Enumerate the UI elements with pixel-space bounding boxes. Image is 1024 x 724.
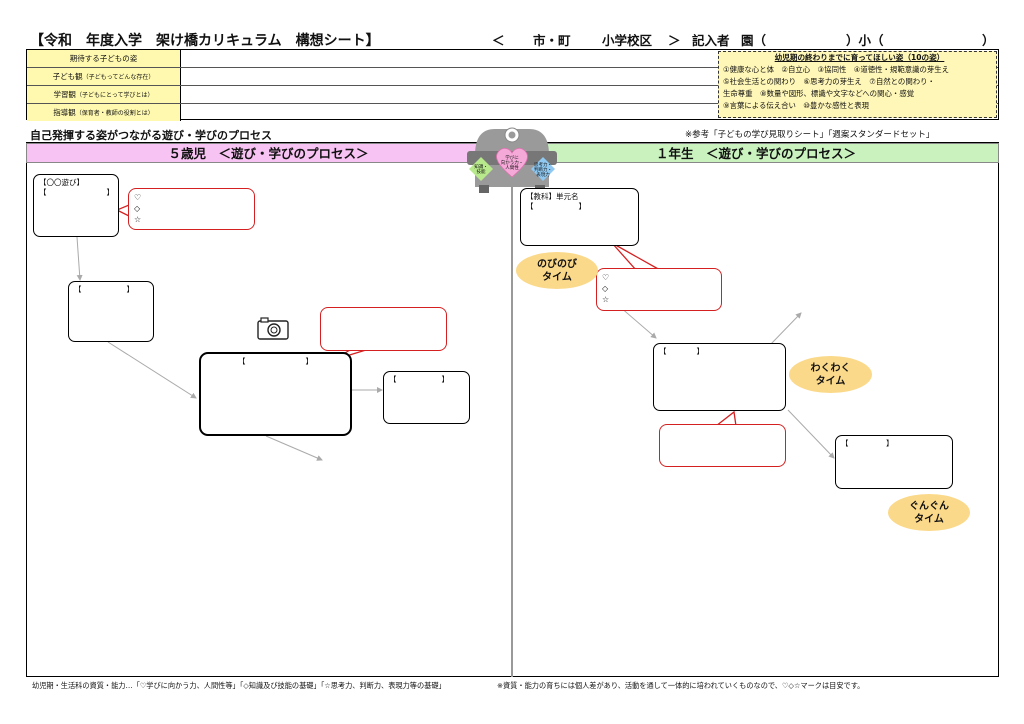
reference-note: ※参考「子どもの学び見取りシート」「週案スタンダードセット」 (685, 130, 935, 140)
emblem-icon (467, 127, 557, 193)
footer-right-note: ※資質・能力の育ちには個人差があり、活動を通して一体的に培われていくものなので、… (497, 681, 865, 690)
ten-goals-line: 生命尊重 ⑧数量や図形、標識や文字などへの関心・感覚 (723, 89, 915, 98)
city-label: 市・町 (533, 33, 571, 48)
table-row-label: 学習観（子どもにとって学びとは） (27, 86, 181, 103)
emblem-left-label: 知識・ 技能 (474, 165, 488, 175)
emblem-right-label: 思考力・ 判断力・ 表現力 (534, 163, 552, 178)
ten-goals-line: ⑨言葉による伝え合い ⑩豊かな感性と表現 (723, 101, 870, 110)
arrow-connector (76, 236, 83, 281)
table-row: 指導観（保育者・教師の役割とは） (27, 104, 998, 121)
right-card-3[interactable]: 【 】 (835, 435, 953, 489)
left-speech-bubble-2[interactable] (320, 307, 447, 351)
sheet-title: 【令和 年度入学 架け橋カリキュラム 構想シート】 (30, 33, 380, 49)
ten-goals-line: ⑤社会生活との関わり ⑥思考力の芽生え ⑦自然との関わり・ (723, 77, 935, 86)
arrow-connector (265, 435, 323, 461)
ten-goals-line: ①健康な心と体 ②自立心 ③協同性 ④道徳性・規範意識の芽生え (723, 65, 950, 74)
right-card-2[interactable]: 【 】 (653, 343, 786, 411)
ten-goals-box: 幼児期の終わりまでに育ってほしい姿（10の姿） ①健康な心と体 ②自立心 ③協同… (718, 51, 997, 118)
emblem-center-label: 学びに 向かう力・ 人間性 (500, 156, 524, 171)
table-row: 子ども観（子どもってどんな存在） (27, 68, 998, 86)
close-bracket: ＞ (668, 33, 681, 48)
footer-left-note: 幼児期・生活科の資質・能力…「♡学びに向かう力、人間性等」「◇知識及び技能の基礎… (32, 681, 446, 690)
left-speech-bubble[interactable]: ♡ ◇ ☆ (128, 188, 255, 230)
school-district-label: 小学校区 (602, 33, 653, 48)
subject-card[interactable]: 【教科】単元名 【 】 (520, 188, 639, 246)
right-speech-bubble[interactable]: ♡ ◇ ☆ (596, 268, 722, 311)
speech-tail (611, 242, 661, 271)
section-title: 自己発揮する姿がつながる遊び・学びのプロセス (30, 129, 272, 142)
play-card[interactable]: 【〇〇遊び】 【 】 (33, 174, 119, 237)
left-card-4[interactable]: 【 】 (383, 371, 470, 424)
vision-table: 期待する子どもの姿 子ども観（子どもってどんな存在） 学習観（子どもにとって学び… (26, 49, 999, 121)
right-band-title: １年生 ＜遊び・学びのプロセス＞ (513, 143, 999, 163)
speech-tail (715, 410, 737, 427)
table-row-label: 子ども観（子どもってどんな存在） (27, 68, 181, 85)
recorder-label: 記入者 (692, 33, 730, 48)
end-paren: ） (982, 33, 995, 48)
kindergarten-label: 園（ (741, 33, 767, 48)
arrow-connector (107, 341, 197, 399)
table-row-label: 期待する子どもの姿 (27, 50, 181, 67)
wakuwaku-time-label: わくわく タイム (789, 356, 872, 393)
center-divider (511, 143, 513, 677)
nobinobi-time-label: のびのび タイム (516, 252, 598, 289)
gungun-time-label: ぐんぐん タイム (888, 494, 970, 531)
camera-icon (257, 317, 289, 340)
arrow-connector (787, 409, 835, 459)
table-row: 期待する子どもの姿 (27, 50, 998, 68)
open-bracket: ＜ (492, 33, 505, 48)
ten-goals-title: 幼児期の終わりまでに育ってほしい姿（10の姿） (774, 53, 945, 62)
left-card-3[interactable]: 【 】 (199, 352, 352, 436)
left-band-title: ５歳児 ＜遊び・学びのプロセス＞ (26, 143, 511, 163)
arrow-connector (769, 312, 802, 346)
table-row-label: 指導観（保育者・教師の役割とは） (27, 104, 181, 121)
table-row: 学習観（子どもにとって学びとは） (27, 86, 998, 104)
left-card-2[interactable]: 【 】 (68, 281, 154, 342)
elementary-label: ）小（ (846, 33, 884, 48)
right-speech-bubble-2[interactable] (659, 424, 786, 467)
